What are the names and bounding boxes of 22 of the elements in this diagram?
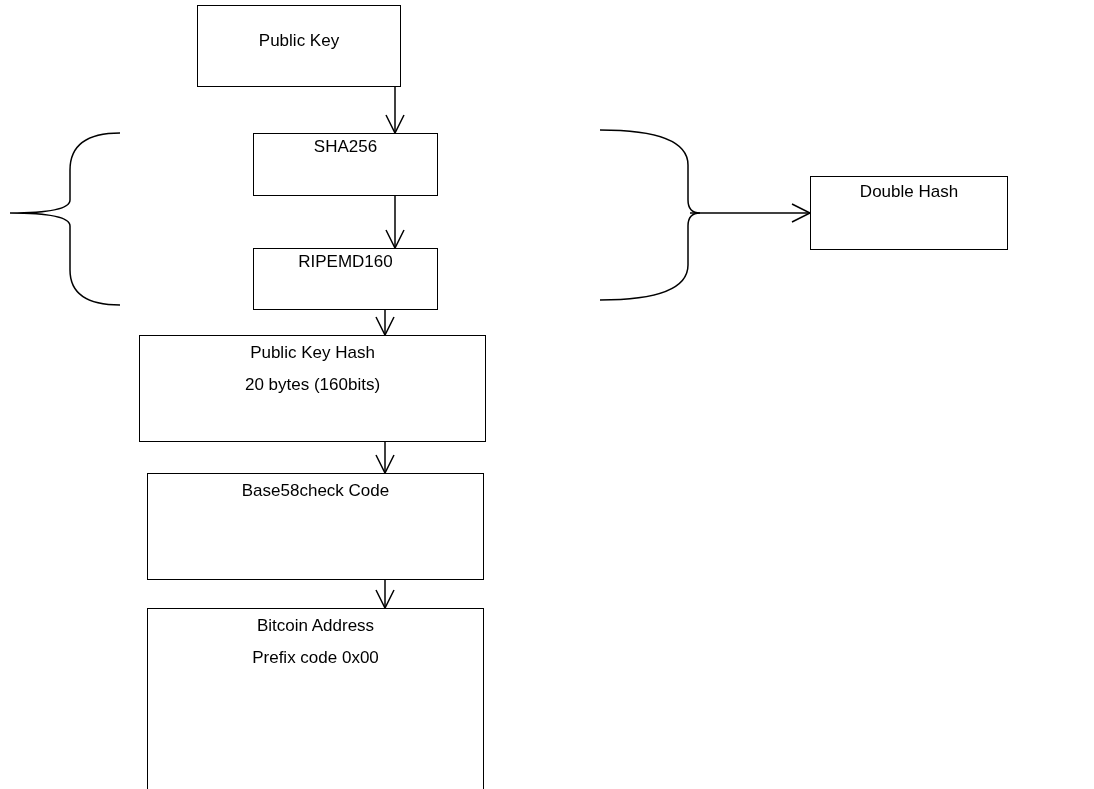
arrow xyxy=(375,309,395,336)
process-box xyxy=(139,335,486,442)
arrow xyxy=(385,195,405,249)
arrow xyxy=(375,441,395,474)
box-label: Public Key Hash xyxy=(249,342,376,364)
process-box xyxy=(253,133,438,196)
box-label: Base58check Code xyxy=(240,480,391,502)
arrow xyxy=(375,579,395,609)
process-box xyxy=(197,5,401,87)
process-box xyxy=(147,473,484,580)
process-box xyxy=(253,248,438,310)
box-label: 20 bytes (160bits) xyxy=(243,374,382,396)
box-label: Public Key xyxy=(257,30,341,52)
process-box xyxy=(147,608,484,789)
process-box xyxy=(810,176,1008,250)
arrow xyxy=(385,86,405,134)
box-label: Double Hash xyxy=(858,181,960,203)
box-label: RIPEMD160 xyxy=(297,251,394,273)
arrow xyxy=(689,203,811,223)
box-label: Prefix code 0x00 xyxy=(251,647,380,669)
box-label: Bitcoin Address xyxy=(255,615,376,637)
box-label: SHA256 xyxy=(312,136,379,158)
